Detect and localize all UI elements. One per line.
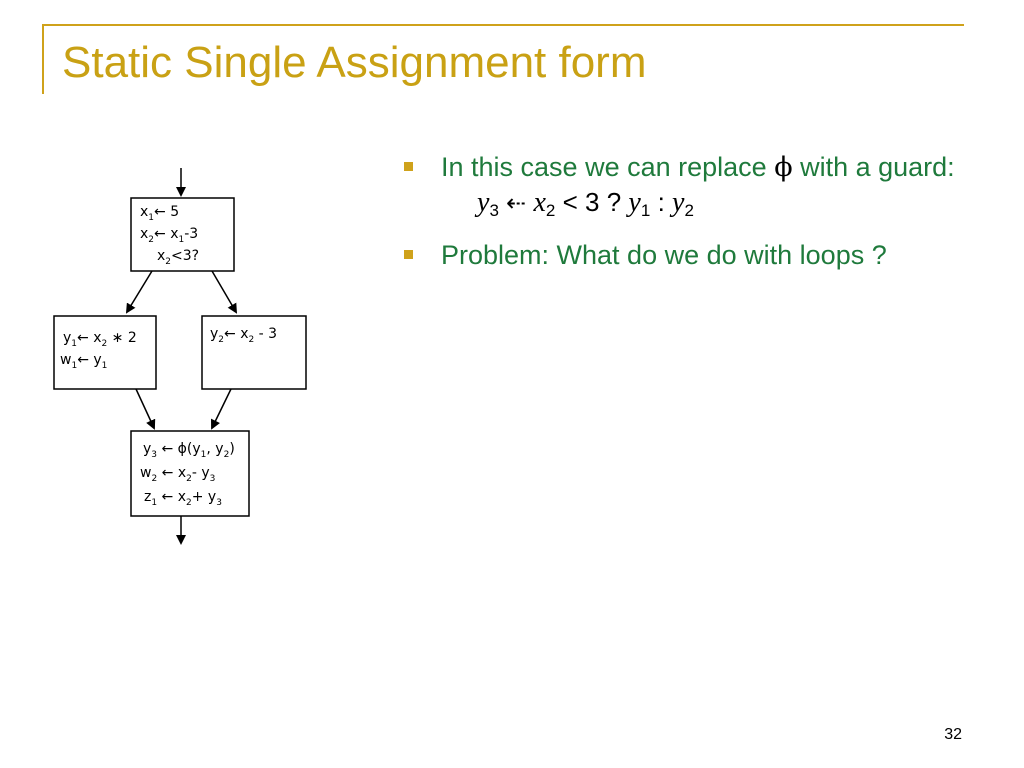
bullet-list: In this case we can replace ϕ with a gua… [404, 150, 974, 282]
bullet-item-loops: Problem: What do we do with loops ? [404, 238, 974, 272]
left-line-1: y1← x2 ∗ 2 [63, 330, 137, 349]
left-block [53, 315, 157, 390]
guard-expression: y3 ⇠ x2 < 3 ? y1 : y2 [477, 187, 694, 220]
left-line-2: w1← y1 [60, 352, 107, 371]
entry-block [130, 197, 235, 272]
join-line-3: z1 ← x2+ y3 [144, 489, 222, 508]
bullet-marker-icon [404, 162, 413, 171]
frame-left-rule [42, 24, 44, 94]
slide-title: Static Single Assignment form [62, 38, 647, 87]
entry-line-1: x1← 5 [140, 204, 179, 223]
edge-right-join [211, 388, 232, 430]
edge-entry-right [211, 270, 238, 314]
entry-line-2: x2← x1-3 [140, 226, 198, 245]
edge-entry-left [125, 270, 153, 314]
join-line-2: w2 ← x2- y3 [140, 465, 215, 484]
right-block [201, 315, 307, 390]
bullet-text-suffix: with a guard: [792, 152, 955, 182]
control-flow-diagram: x1← 5 x2← x1-3 x2<3? y1← x2 ∗ 2 w1← y1 y… [53, 168, 307, 545]
bullet-item-guard: In this case we can replace ϕ with a gua… [404, 150, 974, 228]
bullet-text-prefix: In this case we can replace [441, 152, 775, 182]
frame-top-rule [42, 24, 964, 26]
right-line-1: y2← x2 - 3 [210, 326, 277, 345]
join-block [130, 430, 250, 517]
bullet-text: Problem: What do we do with loops ? [441, 240, 887, 270]
join-line-1: y3 ← ϕ(y1, y2) [143, 441, 235, 460]
edge-left-join [135, 388, 156, 430]
phi-symbol: ϕ [774, 152, 793, 183]
page-number: 32 [944, 726, 962, 743]
entry-line-3: x2<3? [157, 248, 199, 267]
bullet-marker-icon [404, 250, 413, 259]
